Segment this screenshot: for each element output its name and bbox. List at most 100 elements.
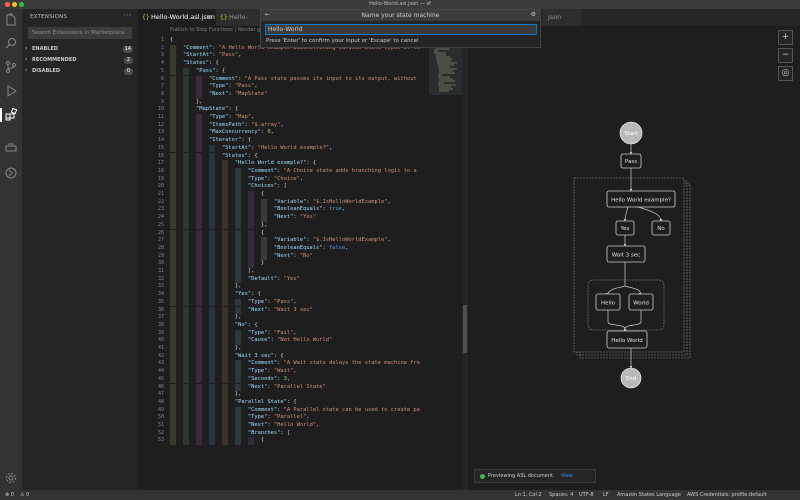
code-line[interactable]: "Cause": "Not Hello World": [170, 337, 332, 345]
code-line[interactable]: },: [170, 391, 242, 399]
code-line[interactable]: "Yes": {: [170, 291, 261, 299]
extensions-search-input[interactable]: Search Extensions in Marketplace: [28, 27, 132, 39]
code-lens-actions[interactable]: Publish to Step Functions | Render graph: [170, 27, 272, 33]
code-line[interactable]: "Comment": "A Wait state delays the stat…: [170, 360, 420, 368]
code-line[interactable]: {: [170, 437, 264, 445]
code-line[interactable]: "Branches": [: [170, 430, 290, 438]
code-line[interactable]: "ItemsPath": "$.array",: [170, 122, 284, 130]
code-line[interactable]: "Iterator": {: [170, 137, 251, 145]
back-arrow-icon[interactable]: ←: [265, 11, 271, 18]
indent-guide: [235, 406, 241, 415]
indentation[interactable]: Spaces: 4: [549, 492, 574, 498]
code-line[interactable]: "Wait 3 sec": {: [170, 353, 284, 361]
zoom-out-button[interactable]: −: [778, 48, 793, 63]
editor-scrollbar[interactable]: [462, 35, 468, 490]
extensions-icon[interactable]: [4, 108, 18, 122]
code-line[interactable]: "Next": "Yes": [170, 214, 316, 222]
code-line[interactable]: "MapState": {: [170, 106, 238, 114]
code-line[interactable]: ],: [170, 268, 255, 276]
code-line[interactable]: "Variable": "$.IsHelloWorldExample",: [170, 199, 391, 207]
code-line[interactable]: "StartAt": "Hello World example?",: [170, 145, 332, 153]
state-machine-name-input[interactable]: Hello-World: [265, 24, 537, 35]
code-line[interactable]: "Comment": "A Parallel state can be used…: [170, 407, 420, 415]
code-line[interactable]: },: [170, 222, 268, 230]
code-line[interactable]: "Comment": "A Pass state passes its inpu…: [170, 76, 417, 84]
language-mode[interactable]: Amazon States Language: [617, 492, 681, 498]
code-line[interactable]: "No": {: [170, 322, 258, 330]
code-line[interactable]: "Type": "Fail",: [170, 330, 297, 338]
warnings-indicator[interactable]: ⚠ 0: [20, 492, 30, 498]
code-line[interactable]: "Type": "Map",: [170, 114, 254, 122]
close-window-button[interactable]: [5, 2, 10, 7]
code-token: [170, 414, 248, 420]
code-token: :: [277, 406, 284, 413]
code-line[interactable]: "Seconds": 3,: [170, 376, 290, 384]
line-number: 36: [157, 306, 164, 313]
code-line[interactable]: "Next": "Hello World",: [170, 422, 319, 430]
aws-credentials[interactable]: AWS Credentials: profile:default: [687, 492, 767, 498]
code-token: [170, 360, 248, 366]
minimize-window-button[interactable]: [12, 2, 17, 7]
code-line[interactable]: "Next": "No": [170, 253, 313, 261]
files-icon[interactable]: [4, 13, 18, 27]
run-debug-icon[interactable]: [4, 84, 18, 98]
scrollbar-thumb[interactable]: [463, 305, 467, 353]
code-line[interactable]: "BooleanEquals": true,: [170, 206, 345, 214]
code-line[interactable]: },: [170, 314, 242, 322]
close-icon[interactable]: ×: [206, 13, 212, 21]
code-line[interactable]: "StartAt": "Pass",: [170, 52, 241, 60]
section-enabled[interactable]: › ENABLED 14: [22, 44, 138, 54]
code-line[interactable]: "Type": "Wait",: [170, 368, 297, 376]
errors-indicator[interactable]: ⊗ 0: [5, 492, 14, 498]
code-line[interactable]: "Pass": {: [170, 68, 225, 76]
code-line[interactable]: {: [170, 37, 173, 45]
more-actions-icon[interactable]: ···: [123, 11, 131, 20]
code-line[interactable]: "Hello World example?": {: [170, 160, 316, 168]
code-line[interactable]: "Default": "Yes": [170, 276, 300, 284]
aws-toolkit-icon[interactable]: [4, 141, 18, 155]
code-line[interactable]: }: [170, 260, 264, 268]
code-line[interactable]: "Type": "Pass",: [170, 299, 297, 307]
code-line[interactable]: "MaxConcurrency": 0,: [170, 129, 274, 137]
code-line[interactable]: {: [170, 230, 264, 238]
search-icon[interactable]: [4, 36, 18, 50]
code-line[interactable]: "States": {: [170, 153, 258, 161]
tab-json[interactable]: json: [542, 9, 582, 26]
zoom-in-button[interactable]: +: [778, 30, 793, 45]
code-line[interactable]: "Next": "MapState": [170, 91, 267, 99]
code-area[interactable]: { "Comment": "A Hello World example demo…: [170, 35, 462, 490]
code-line[interactable]: },: [170, 345, 242, 353]
section-recommended[interactable]: › RECOMMENDED 2: [22, 55, 138, 65]
encoding[interactable]: UTF-8: [579, 492, 594, 498]
code-token: [170, 299, 248, 305]
code-line[interactable]: "Comment": "A Choice state adds branchin…: [170, 168, 417, 176]
maximize-window-button[interactable]: [19, 2, 24, 7]
code-line[interactable]: {: [170, 191, 264, 199]
section-disabled[interactable]: › DISABLED 0: [22, 66, 138, 76]
code-line[interactable]: "Choices": [: [170, 183, 287, 191]
tab-hello-world-json[interactable]: {} Hello-World.asl.json ×: [138, 9, 216, 26]
code-line[interactable]: },: [170, 99, 203, 107]
code-line[interactable]: "Type": "Pass",: [170, 83, 258, 91]
code-line[interactable]: },: [170, 283, 242, 291]
code-line[interactable]: "Next": "Wait 3 sec": [170, 307, 313, 315]
minimap[interactable]: [429, 35, 462, 490]
source-control-icon[interactable]: [4, 60, 18, 74]
code-line[interactable]: "BooleanEquals": false,: [170, 245, 349, 253]
code-line[interactable]: "Variable": "$.IsHelloWorldExample",: [170, 237, 391, 245]
view-link[interactable]: View: [561, 473, 573, 479]
code-line[interactable]: "Type": "Parallel",: [170, 414, 310, 422]
center-graph-button[interactable]: ◎: [778, 66, 793, 81]
code-line[interactable]: "Type": "Choice",: [170, 176, 303, 184]
node-end-label: End: [626, 376, 636, 382]
gear-icon[interactable]: ⚙: [530, 11, 536, 18]
step-functions-icon[interactable]: [4, 166, 18, 180]
code-token: "StartAt": [182, 52, 213, 59]
code-line[interactable]: "States": {: [170, 60, 219, 68]
code-line[interactable]: "Parallel State": {: [170, 399, 297, 407]
cursor-position[interactable]: Ln 1, Col 2: [515, 492, 542, 498]
end-of-line[interactable]: LF: [603, 492, 609, 498]
settings-gear-icon[interactable]: [4, 471, 18, 485]
code-line[interactable]: "Next": "Parallel State": [170, 384, 326, 392]
